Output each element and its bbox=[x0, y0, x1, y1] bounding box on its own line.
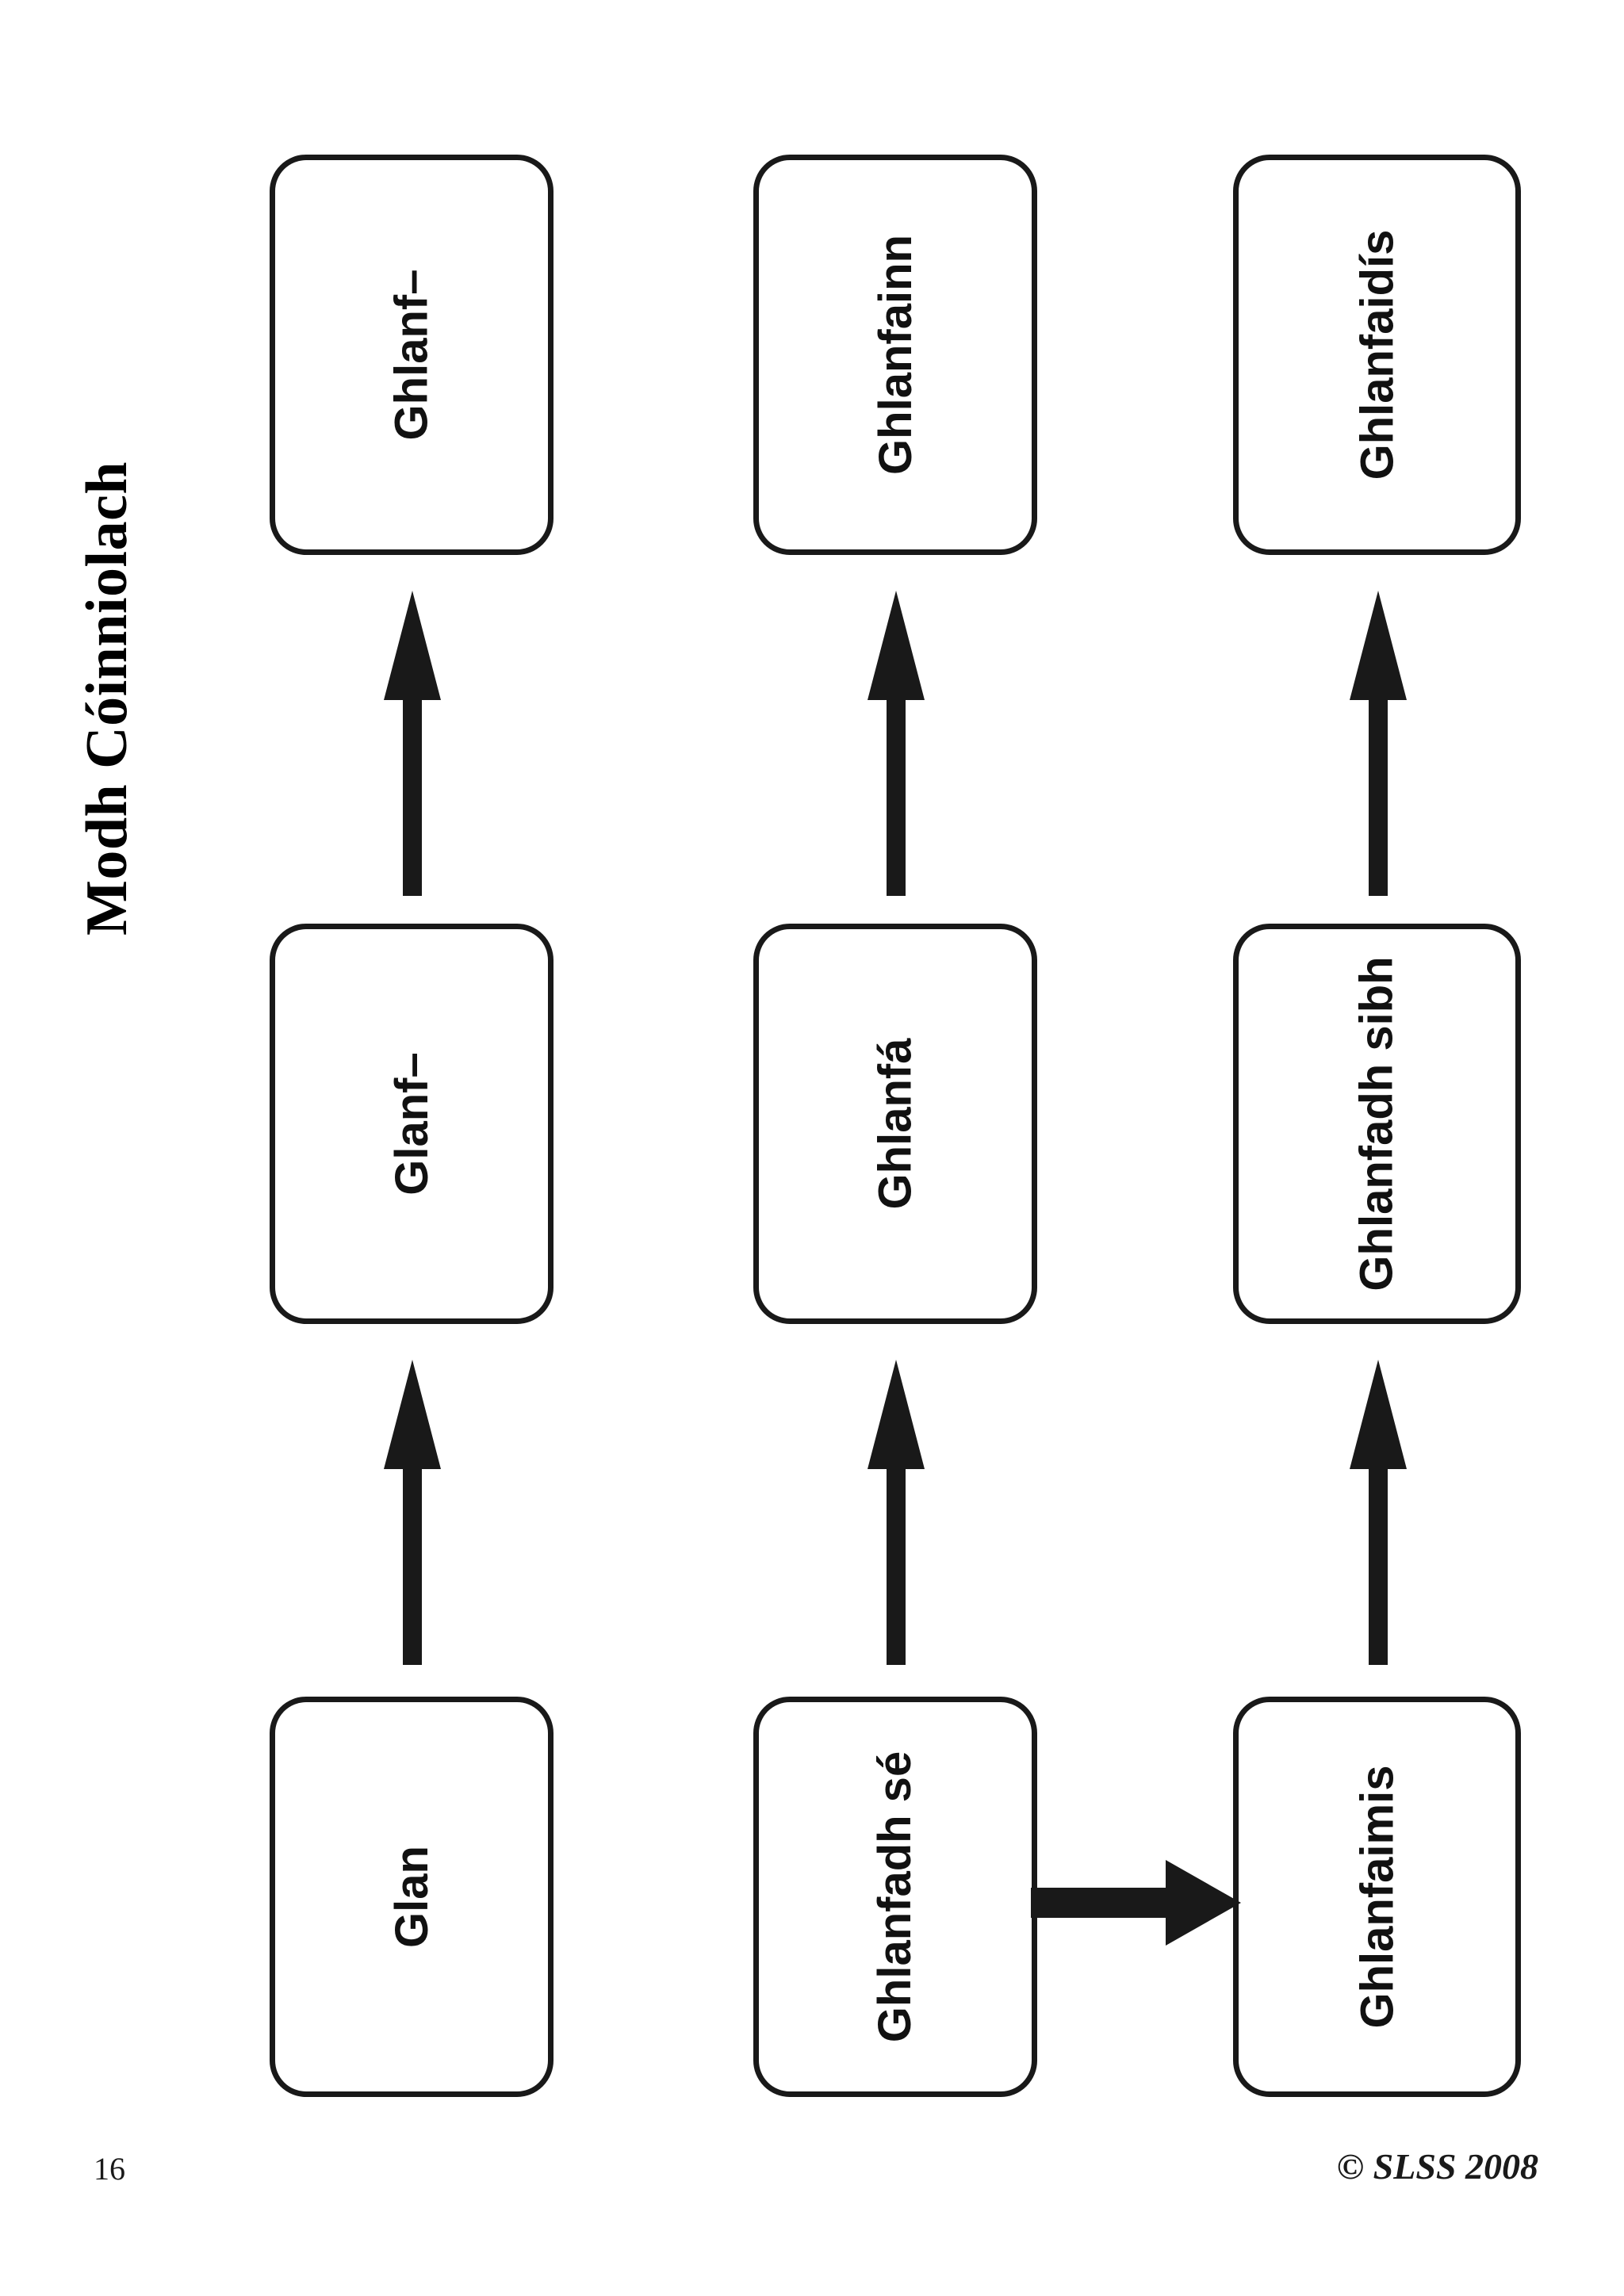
node-label: Ghlanfadh sibh bbox=[1351, 956, 1403, 1292]
footer-copyright: © SLSS 2008 bbox=[1336, 2146, 1538, 2187]
node-label: Ghlanfaimis bbox=[1350, 1765, 1403, 2029]
footer-page-number: 16 bbox=[94, 2151, 125, 2187]
node-ghlanfaidis[interactable]: Ghlanfaidís bbox=[1233, 155, 1521, 555]
arrow-up-glanf-to-ghlanf bbox=[373, 591, 452, 896]
node-label: Ghlanfaidís bbox=[1350, 229, 1403, 480]
node-glan[interactable]: Glan bbox=[270, 1697, 553, 2097]
node-label: Ghlanfá bbox=[869, 1038, 921, 1210]
node-ghlanfadh-sibh[interactable]: Ghlanfadh sibh bbox=[1233, 924, 1521, 1324]
arrow-up-ghlanfaimis-to-ghlanfadh-sibh bbox=[1339, 1360, 1418, 1665]
node-ghlanfainn[interactable]: Ghlanfainn bbox=[753, 155, 1037, 555]
node-label: Glan bbox=[385, 1846, 438, 1948]
node-label: Glanf– bbox=[385, 1052, 438, 1196]
node-ghlanfadh-se[interactable]: Ghlanfadh sé bbox=[753, 1697, 1037, 2097]
arrow-up-ghlanfa-to-ghlanfainn bbox=[856, 591, 936, 896]
node-ghlanfa[interactable]: Ghlanfá bbox=[753, 924, 1037, 1324]
arrow-right-ghlanfadh-se-to-ghlanfaimis bbox=[1031, 1855, 1241, 1950]
arrow-up-glan-to-glanf bbox=[373, 1360, 452, 1665]
arrow-up-ghlanfadh-se-to-ghlanfa bbox=[856, 1360, 936, 1665]
node-label: Ghlanfadh sé bbox=[869, 1751, 921, 2043]
node-ghlanf-dash[interactable]: Ghlanf– bbox=[270, 155, 553, 555]
node-glanf-dash[interactable]: Glanf– bbox=[270, 924, 553, 1324]
node-ghlanfaimis[interactable]: Ghlanfaimis bbox=[1233, 1697, 1521, 2097]
node-label: Ghlanf– bbox=[385, 269, 438, 441]
arrow-up-ghlanfadh-sibh-to-ghlanfaidis bbox=[1339, 591, 1418, 896]
page-title: Modh Cóinniolach bbox=[74, 461, 140, 936]
node-label: Ghlanfainn bbox=[869, 235, 921, 475]
